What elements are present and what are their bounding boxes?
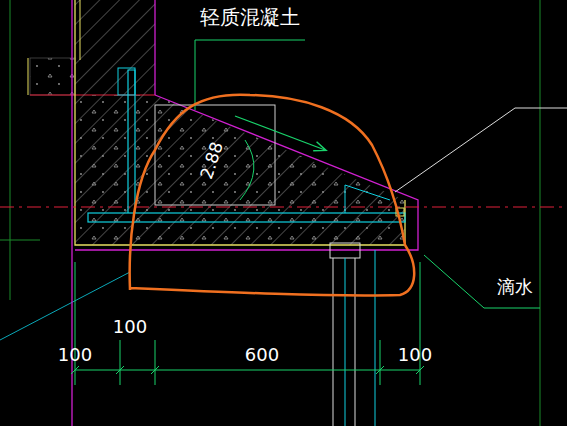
dimension-value: 100: [113, 318, 147, 336]
dimension-value: 100: [398, 346, 432, 364]
dimension-value: 600: [245, 346, 279, 364]
drip-label: 滴水: [497, 278, 533, 296]
material-label: 轻质混凝土: [200, 7, 300, 27]
dimension-value: 100: [58, 346, 92, 364]
